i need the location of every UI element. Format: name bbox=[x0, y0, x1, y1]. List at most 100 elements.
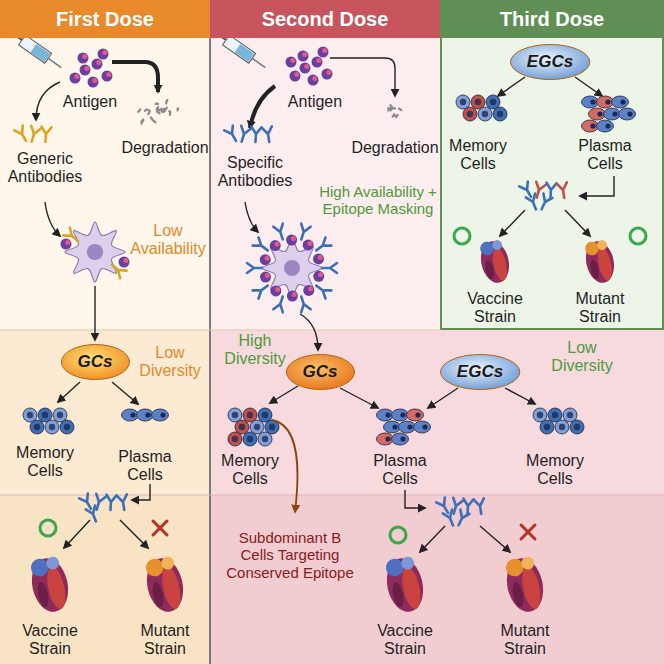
flow-arrow bbox=[250, 86, 275, 128]
band-divider bbox=[0, 495, 664, 496]
flow-arrow bbox=[500, 210, 525, 236]
memory-cell-icon bbox=[555, 420, 569, 434]
flow-arrow bbox=[565, 210, 590, 236]
virus-strain-icon bbox=[477, 238, 513, 286]
flow-arrow bbox=[94, 286, 95, 340]
antigen-icon bbox=[119, 257, 130, 268]
memory-cell-icon bbox=[463, 107, 477, 121]
memory-cell-icon bbox=[243, 432, 257, 446]
caption-label: High Availability + Epitope Masking bbox=[319, 183, 437, 218]
flow-arrow bbox=[132, 484, 150, 500]
memory-cell-icon bbox=[60, 420, 74, 434]
flow-arrow bbox=[300, 314, 318, 350]
virus-strain-icon bbox=[582, 238, 618, 286]
caption-label: Plasma Cells bbox=[569, 137, 641, 174]
antigen-icon bbox=[70, 73, 81, 84]
header-text: First Dose bbox=[56, 8, 154, 31]
flow-arrow bbox=[270, 386, 298, 403]
plasma-cell-icon bbox=[377, 409, 394, 421]
germinal-center-ellipse: EGCs bbox=[509, 43, 591, 81]
memory-cell-icon bbox=[30, 420, 44, 434]
plasma-cell-icon bbox=[619, 108, 636, 120]
dendritic-cell-icon bbox=[262, 238, 322, 298]
panel-ground bbox=[0, 0, 210, 330]
caption-label: Memory Cells bbox=[519, 452, 591, 489]
antigen-icon bbox=[298, 51, 309, 62]
plasma-cell-icon bbox=[384, 421, 401, 433]
antigen-icon bbox=[270, 285, 281, 296]
plasma-cell-icon bbox=[597, 96, 614, 108]
caption-label: Low Diversity bbox=[542, 339, 622, 376]
virus-strain-icon bbox=[382, 554, 428, 615]
antigen-icon bbox=[318, 47, 329, 58]
antibody-icon bbox=[436, 497, 452, 515]
antigen-icon bbox=[98, 49, 109, 60]
antibody-icon bbox=[545, 183, 556, 199]
antibody-icon bbox=[250, 127, 261, 143]
memory-cell-icon bbox=[533, 408, 547, 422]
antibody-icon bbox=[262, 126, 274, 142]
plasma-cell-icon bbox=[589, 108, 606, 120]
flow-arrow bbox=[405, 490, 425, 508]
antibody-icon bbox=[519, 181, 535, 199]
caption-label: Memory Cells bbox=[215, 452, 285, 489]
panel-ground bbox=[210, 330, 664, 495]
antibody-icon bbox=[40, 127, 51, 143]
panel-ground bbox=[0, 330, 210, 495]
ellipse-shape bbox=[440, 355, 519, 390]
plasma-cell-icon bbox=[137, 409, 154, 421]
caption-label: Antigen bbox=[275, 93, 355, 111]
antigen-icon bbox=[308, 75, 319, 86]
antibody-icon bbox=[117, 494, 129, 510]
caption-label: Low Diversity bbox=[133, 344, 208, 381]
antibody-icon bbox=[27, 126, 41, 143]
debris-icon bbox=[169, 111, 170, 115]
mismatch-mark bbox=[153, 521, 167, 535]
antibody-icon bbox=[443, 510, 458, 528]
antibody-icon bbox=[537, 194, 552, 212]
antibody-icon bbox=[273, 295, 287, 312]
cell-nucleus bbox=[87, 244, 103, 260]
plasma-cell-icon bbox=[392, 433, 409, 445]
flow-arrow bbox=[330, 58, 395, 96]
flow-arrow bbox=[36, 82, 60, 120]
flow-arrow bbox=[45, 202, 60, 236]
flow-arrow bbox=[120, 520, 148, 548]
header-band: Third Dose bbox=[440, 0, 664, 38]
caption-label: Degradation bbox=[115, 139, 215, 157]
plasma-cell-icon bbox=[152, 409, 169, 421]
memory-cell-icon bbox=[258, 432, 272, 446]
debris-icon bbox=[138, 109, 140, 112]
flow-arrow bbox=[58, 382, 80, 402]
flow-arrow bbox=[575, 77, 602, 96]
plasma-cell-icon bbox=[392, 409, 409, 421]
antigen-icon bbox=[312, 57, 323, 68]
caption-label: Plasma Cells bbox=[364, 452, 436, 489]
debris-icon bbox=[155, 102, 158, 105]
memory-cell-icon bbox=[493, 107, 507, 121]
plasma-cell-icon bbox=[582, 96, 599, 108]
caption-label: High Diversity bbox=[218, 332, 293, 369]
antigen-icon bbox=[287, 290, 298, 301]
flow-arrow bbox=[64, 520, 90, 548]
antibody-icon bbox=[474, 498, 486, 514]
memory-cell-icon bbox=[228, 408, 242, 422]
memory-cell-icon bbox=[45, 420, 59, 434]
debris-icon bbox=[394, 114, 398, 117]
debris-icon bbox=[151, 117, 156, 122]
antigen-icon bbox=[270, 240, 281, 251]
plasma-cell-icon bbox=[407, 409, 424, 421]
memory-cell-icon bbox=[258, 408, 272, 422]
debris-icon bbox=[166, 100, 167, 104]
memory-cell-icon bbox=[478, 107, 492, 121]
antibody-icon bbox=[273, 224, 287, 241]
flow-arrow bbox=[480, 526, 510, 552]
antigen-icon bbox=[300, 63, 311, 74]
virus-strain-icon bbox=[502, 554, 548, 615]
antibody-icon bbox=[105, 495, 116, 511]
debris-icon bbox=[163, 109, 165, 111]
germinal-center-ellipse: GCs bbox=[60, 343, 131, 381]
debris-icon bbox=[148, 110, 149, 114]
match-mark bbox=[40, 520, 56, 536]
memory-cell-icon bbox=[228, 432, 242, 446]
